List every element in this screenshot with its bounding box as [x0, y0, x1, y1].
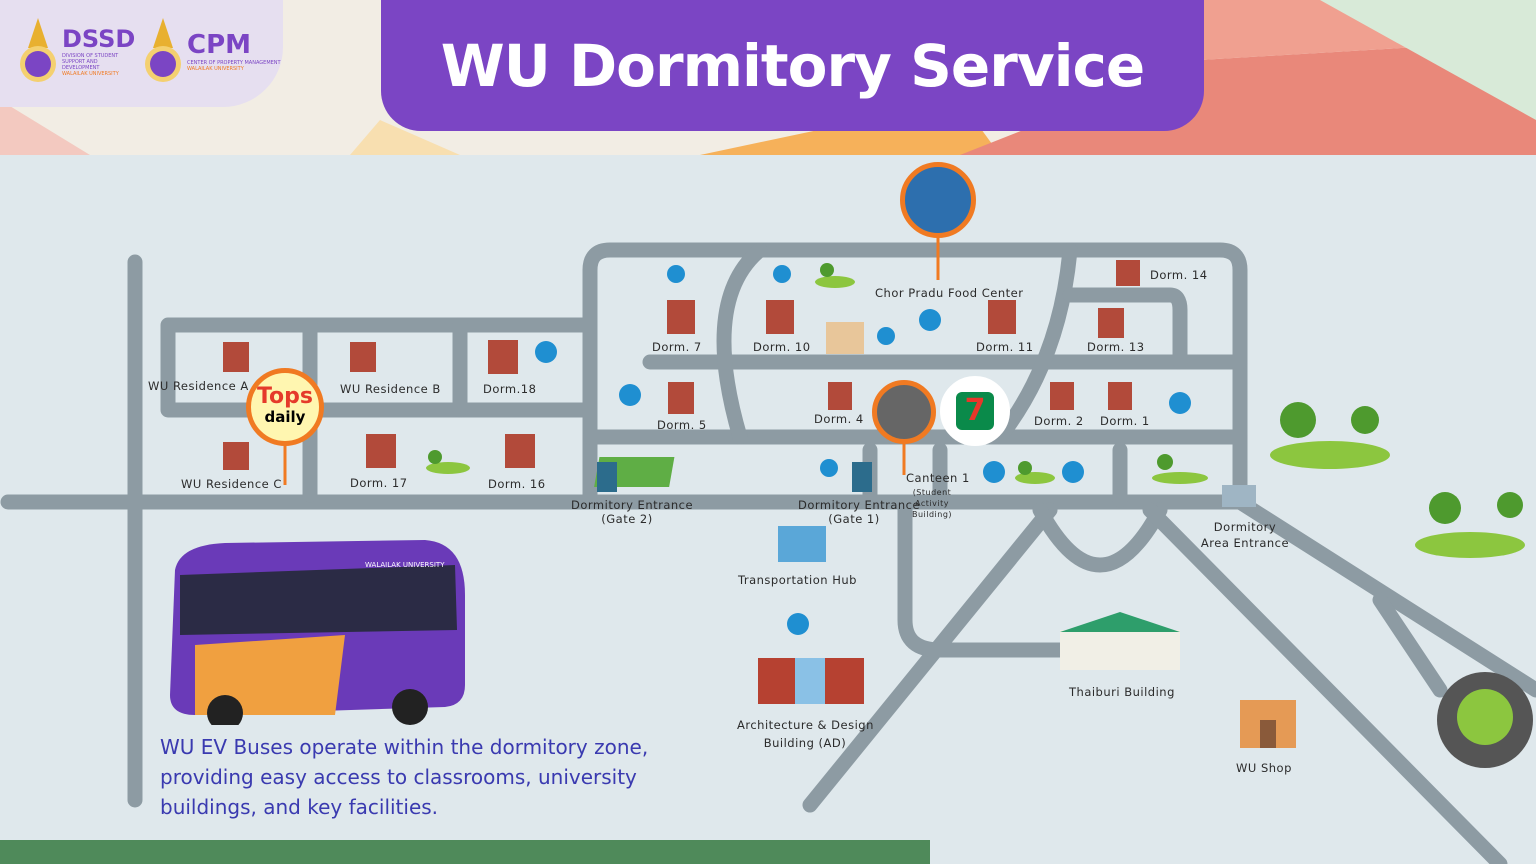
roads: [0, 242, 1536, 864]
label-dorm-16: Dorm. 16: [488, 477, 546, 491]
label-dormitory-area-entrance: Dormitory Area Entrance: [1200, 520, 1290, 550]
label-canteen-sub: (Student Activity Building): [911, 488, 953, 519]
page-title: WU Dormitory Service: [440, 31, 1145, 100]
label-wu-residence-b: WU Residence B: [340, 382, 441, 396]
label-wu-shop: WU Shop: [1236, 761, 1292, 775]
canteen-photo: [872, 380, 936, 444]
label-gate-2: Dormitory Entrance(Gate 2): [571, 498, 694, 526]
title-banner: WU Dormitory Service: [381, 0, 1204, 131]
dorm-buildings: [223, 260, 1140, 470]
ev-bus-illustration: WALAILAK UNIVERSITY: [170, 540, 465, 725]
label-dorm-17: Dorm. 17: [350, 476, 408, 490]
label-chor-pradu: Chor Pradu Food Center: [875, 286, 1024, 300]
label-dorm-2: Dorm. 2: [1034, 414, 1084, 428]
landmark-buildings: [597, 322, 1296, 748]
caption-text: WU EV Buses operate within the dormitory…: [160, 735, 649, 819]
label-dorm-18: Dorm.18: [483, 382, 537, 396]
label-thaiburi: Thaiburi Building: [1069, 685, 1175, 699]
label-dorm-5: Dorm. 5: [657, 418, 707, 432]
label-dorm-11: Dorm. 11: [976, 340, 1034, 354]
label-dorm-10: Dorm. 10: [753, 340, 811, 354]
label-gate-1: Dormitory Entrance(Gate 1): [798, 498, 921, 526]
seven-eleven-logo: 7: [940, 376, 1010, 446]
label-wu-residence-a: WU Residence A: [148, 379, 249, 393]
label-dorm-1: Dorm. 1: [1100, 414, 1150, 428]
park: [1415, 532, 1525, 558]
chor-pradu-photo: [900, 162, 976, 238]
label-dorm-7: Dorm. 7: [652, 340, 702, 354]
green-spaces: [426, 263, 1533, 768]
label-dorm-13: Dorm. 13: [1087, 340, 1145, 354]
label-dorm-14: Dorm. 14: [1150, 268, 1208, 282]
label-transportation-hub: Transportation Hub: [738, 573, 857, 587]
svg-text:WALAILAK UNIVERSITY: WALAILAK UNIVERSITY: [365, 561, 445, 569]
label-wu-residence-c: WU Residence C: [181, 477, 282, 491]
parking-pins: [535, 265, 1191, 635]
park: [1270, 441, 1390, 469]
footer-band: [0, 840, 930, 864]
road-map: [0, 235, 1536, 864]
label-dorm-4: Dorm. 4: [814, 412, 864, 426]
label-canteen: Canteen 1: [906, 471, 970, 485]
